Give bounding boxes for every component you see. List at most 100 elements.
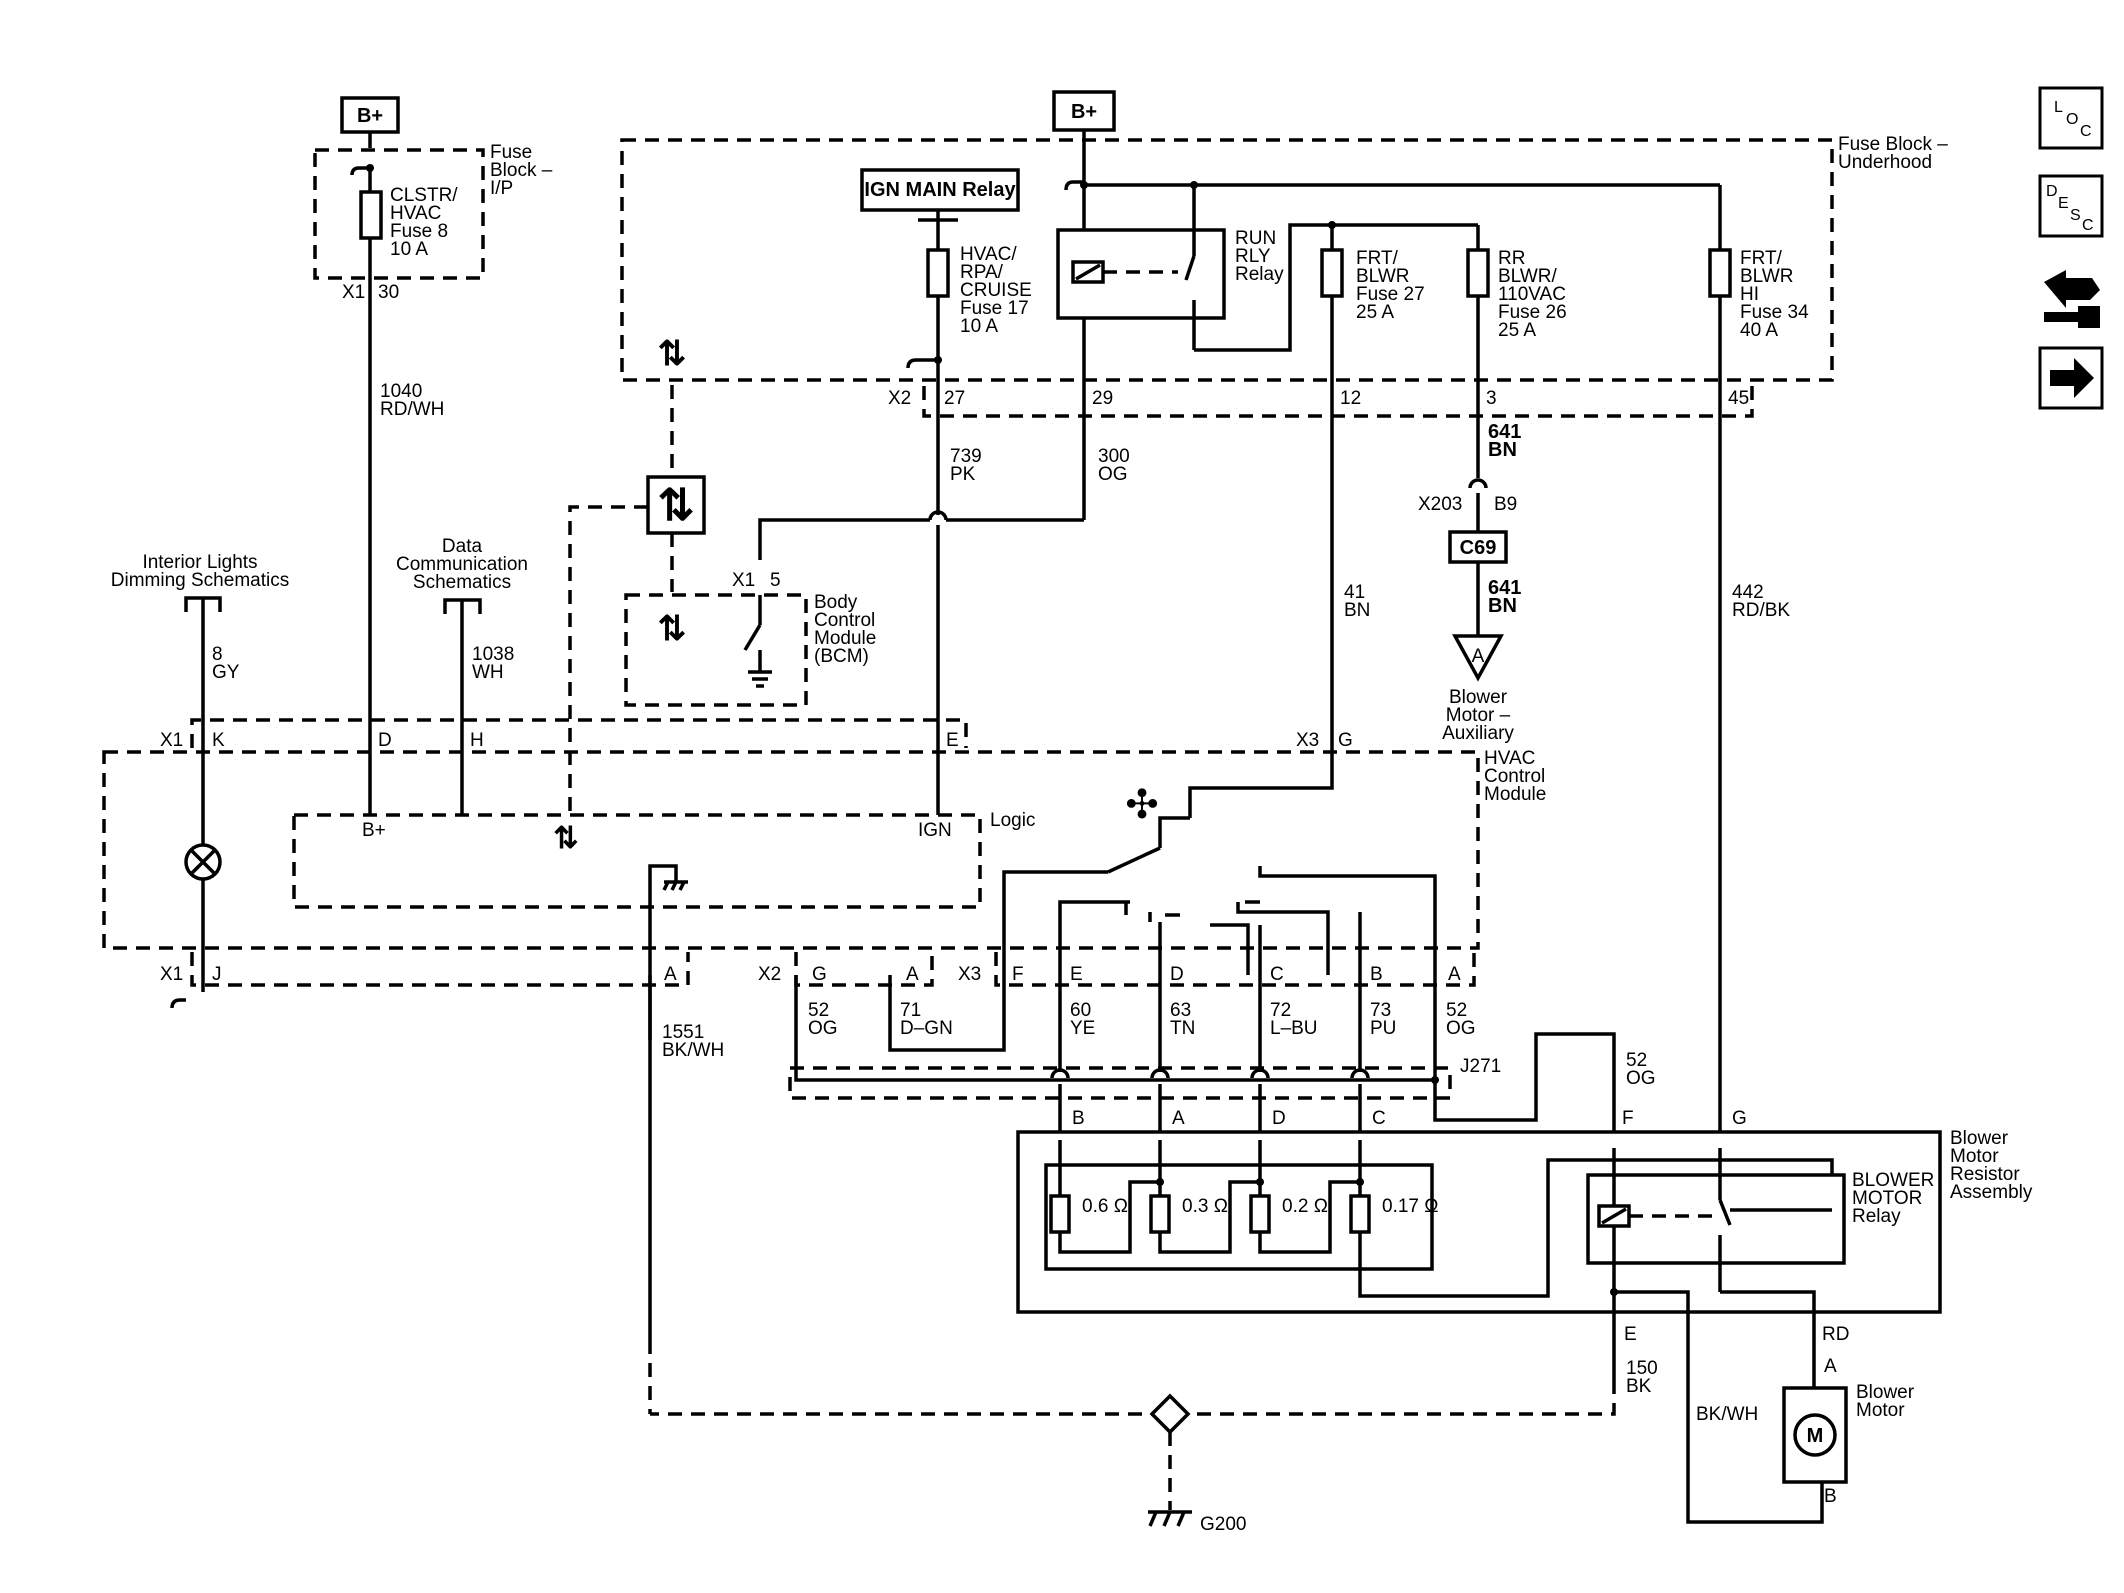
fuse34-l2: BLWR	[1740, 266, 1793, 287]
ref-data-communication: Data Communication Schematics 1038 WH	[396, 536, 528, 815]
bplus-uh: B+	[1071, 101, 1097, 123]
fuse34-l4: Fuse 34	[1740, 302, 1809, 323]
w73-num: 73	[1370, 1000, 1391, 1021]
assy-pin-c: C	[1372, 1108, 1386, 1129]
fuse26-l4: Fuse 26	[1498, 302, 1567, 323]
fuse34-l1: FRT/	[1740, 248, 1783, 269]
ref-data-l1: Data	[442, 536, 483, 557]
w8-num: 8	[212, 644, 223, 665]
next-arrow-icon[interactable]	[2038, 346, 2104, 410]
w41-num: 41	[1344, 582, 1365, 603]
fan-icon: ✣	[1125, 783, 1159, 827]
run-relay-l1: RUN	[1235, 228, 1276, 249]
hvac-x3-b: B	[1370, 964, 1383, 985]
connector-icon[interactable]	[2044, 270, 2100, 328]
w739-color: PK	[950, 464, 976, 485]
fuse17-l4: Fuse 17	[960, 298, 1029, 319]
w63-color: TN	[1170, 1018, 1195, 1039]
fuse27-l3: Fuse 27	[1356, 284, 1425, 305]
motor-pin-b: B	[1824, 1486, 1837, 1507]
fuse26-l3: 110VAC	[1498, 284, 1566, 305]
fuse-block-ip: B+ CLSTR/ HVAC Fuse 8 10 A Fuse Block – …	[313, 96, 553, 303]
assy-pin-e: E	[1624, 1324, 1637, 1345]
pin-12: 12	[1340, 388, 1361, 409]
w60-num: 60	[1070, 1000, 1091, 1021]
w1038-num: 1038	[472, 644, 514, 665]
fuse8-line2: HVAC	[390, 203, 441, 224]
j271-label: J271	[1460, 1056, 1501, 1077]
bcm-l1: Body	[814, 592, 858, 613]
fuse-ip-name-2: Block –	[490, 160, 553, 181]
fuse17-l2: RPA/	[960, 262, 1004, 283]
fuse8-line4: 10 A	[390, 239, 428, 260]
assy-l3: Resistor	[1950, 1164, 2020, 1185]
fuse26-l1: RR	[1498, 248, 1525, 269]
w150-num: 150	[1626, 1358, 1658, 1379]
w71-color: D–GN	[900, 1018, 953, 1039]
x203-conn: X203	[1418, 494, 1462, 515]
aux-l1: Blower	[1449, 687, 1508, 708]
desc-s: S	[2070, 207, 2081, 224]
logic-bplus: B+	[362, 820, 386, 841]
desc-e: E	[2058, 195, 2069, 212]
serial-data-icon: ⇅	[658, 335, 687, 373]
hvac-x3-a: A	[1448, 964, 1461, 985]
w1038-color: WH	[472, 662, 504, 683]
w52b-color: OG	[1446, 1018, 1476, 1039]
bcm-serial-icon: ⇅	[658, 610, 687, 648]
logic-serial-icon: ⇅	[553, 822, 578, 855]
body-control-module: X1 5 ⇅ Body Control Module (BCM)	[624, 570, 876, 707]
assy-pin-d: D	[1272, 1108, 1286, 1129]
w300-color: OG	[1098, 464, 1128, 485]
w1040-num: 1040	[380, 381, 422, 402]
fuse8-line3: Fuse 8	[390, 221, 448, 242]
motor-l1: Blower	[1856, 1382, 1915, 1403]
run-relay-l3: Relay	[1235, 264, 1284, 285]
ref-data-l2: Communication	[396, 554, 528, 575]
w52a-color: OG	[808, 1018, 838, 1039]
fuse-ip-pin: 30	[378, 282, 399, 303]
pin-45: 45	[1728, 388, 1749, 409]
w641b-color: BN	[1488, 595, 1517, 617]
hvac-x1-h: H	[470, 730, 484, 751]
ign-main-relay-label: IGN MAIN Relay	[864, 179, 1016, 201]
wbkwh-label: BK/WH	[1696, 1404, 1758, 1425]
fuse34-l3: HI	[1740, 284, 1759, 305]
bcm-l4: (BCM)	[814, 646, 869, 667]
assy-pin-g: G	[1732, 1108, 1747, 1129]
motor-pin-a: A	[1824, 1356, 1837, 1377]
sidebar-loc-button[interactable]: L O C	[2038, 86, 2104, 150]
aux-l3: Auxiliary	[1442, 723, 1514, 744]
logic-ign: IGN	[918, 820, 952, 841]
w641a-num: 641	[1488, 421, 1521, 443]
aux-motor-circuit: 641 BN X203 B9 C69 641 BN A Blower Motor…	[1418, 380, 1521, 744]
fuse-ip-name-1: Fuse	[490, 142, 532, 163]
hvac-x2-g: G	[812, 964, 827, 985]
wrd-label: RD	[1822, 1324, 1849, 1345]
fuse-uh-name-1: Fuse Block –	[1838, 134, 1948, 155]
w52c-color: OG	[1626, 1068, 1656, 1089]
hvac-x3-e: E	[1070, 964, 1083, 985]
pin-3: 3	[1486, 388, 1497, 409]
fuse-uh-name-2: Underhood	[1838, 152, 1932, 173]
bm-relay-l3: Relay	[1852, 1206, 1901, 1227]
fuse27-l2: BLWR	[1356, 266, 1409, 287]
sidebar-desc-button[interactable]: D E S C	[2038, 174, 2104, 238]
fuse17-l5: 10 A	[960, 316, 998, 337]
w641b-num: 641	[1488, 577, 1521, 599]
bm-relay-l2: MOTOR	[1852, 1188, 1922, 1209]
w41-color: BN	[1344, 600, 1370, 621]
w60-color: YE	[1070, 1018, 1095, 1039]
fuse-uh-conn: X2	[888, 388, 911, 409]
loc-l: L	[2054, 99, 2063, 116]
fuse-block-underhood: B+ Fuse Block – Underhood IGN MAIN Relay…	[620, 90, 1948, 520]
hvac-x3-f: F	[1012, 964, 1024, 985]
w442-num: 442	[1732, 582, 1764, 603]
w52a-num: 52	[808, 1000, 829, 1021]
hvac-l3: Module	[1484, 784, 1546, 805]
blower-resistor-assembly: Blower Motor Resistor Assembly B A D C F…	[1016, 1108, 2033, 1380]
pin-27: 27	[944, 388, 965, 409]
w71-num: 71	[900, 1000, 921, 1021]
assy-pin-f: F	[1622, 1108, 1634, 1129]
pin-29: 29	[1092, 388, 1113, 409]
